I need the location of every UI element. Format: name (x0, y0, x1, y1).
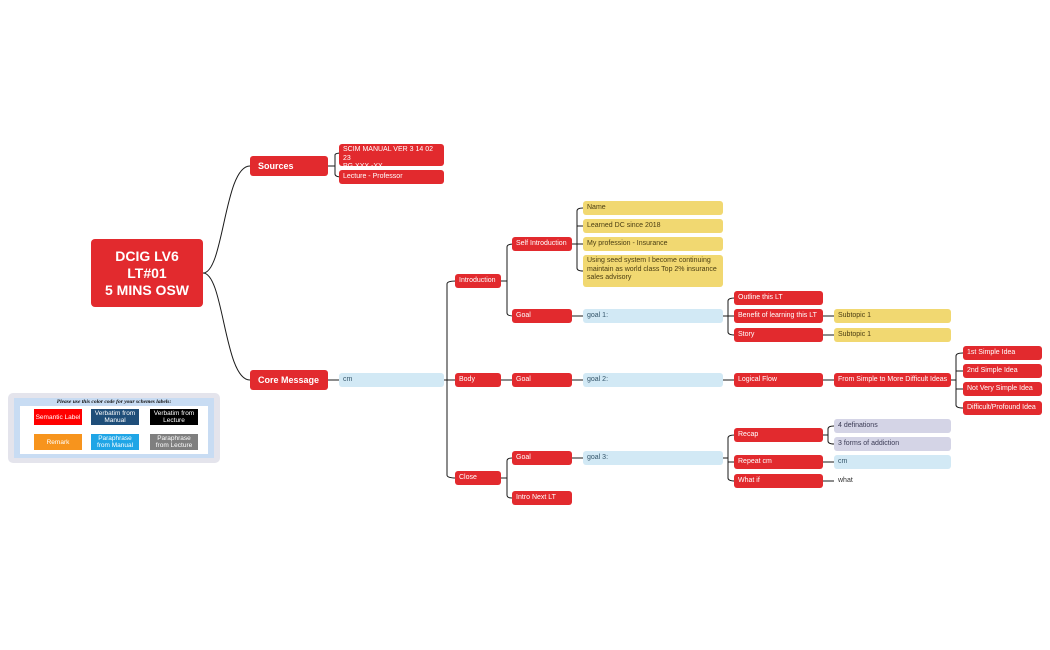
source-manual[interactable]: SCIM MANUAL VER 3 14 02 23 PG XXX -XX (339, 144, 444, 166)
self-intro-seed-system[interactable]: Using seed system I become continuing ma… (583, 255, 723, 287)
idea-not-very-simple[interactable]: Not Very Simple Idea (963, 382, 1042, 396)
idea-difficult-profound[interactable]: Difficult/Profound Idea (963, 401, 1042, 415)
outline-topic[interactable]: Outline this LT (734, 291, 823, 305)
simple-to-difficult-topic[interactable]: From Simple to More Difficult Ideas (834, 373, 951, 387)
repeat-cm-topic[interactable]: Repeat cm (734, 455, 823, 469)
legend-card: Semantic Label Verbatim from Manual Verb… (20, 406, 208, 454)
idea-1st-simple[interactable]: 1st Simple Idea (963, 346, 1042, 360)
color-code-legend: Please use this color code for your sche… (8, 393, 220, 463)
source-lecture[interactable]: Lecture - Professor (339, 170, 444, 184)
body-goal-topic[interactable]: Goal (512, 373, 572, 387)
legend-remark: Remark (34, 434, 82, 450)
repeat-cm-value[interactable]: cm (834, 455, 951, 469)
legend-semantic-label: Semantic Label (34, 409, 82, 425)
legend-verbatim-manual: Verbatim from Manual (91, 409, 139, 425)
benefit-subtopic[interactable]: Subtopic 1 (834, 309, 951, 323)
recap-topic[interactable]: Recap (734, 428, 823, 442)
legend-verbatim-lecture: Verbatim from Lecture (150, 409, 198, 425)
core-message-value[interactable]: cm (339, 373, 444, 387)
intro-next-lt-topic[interactable]: Intro Next LT (512, 491, 572, 505)
logical-flow-topic[interactable]: Logical Flow (734, 373, 823, 387)
body-topic[interactable]: Body (455, 373, 501, 387)
intro-goal-value[interactable]: goal 1: (583, 309, 723, 323)
legend-title: Please use this color code for your sche… (56, 399, 172, 405)
benefit-topic[interactable]: Benefit of learning this LT (734, 309, 823, 323)
legend-panel: Please use this color code for your sche… (14, 398, 214, 458)
self-introduction-topic[interactable]: Self Introduction (512, 237, 572, 251)
idea-2nd-simple[interactable]: 2nd Simple Idea (963, 364, 1042, 378)
self-intro-profession[interactable]: My profession - Insurance (583, 237, 723, 251)
recap-forms-of-addiction[interactable]: 3 forms of addiction (834, 437, 951, 451)
story-subtopic[interactable]: Subtopic 1 (834, 328, 951, 342)
intro-goal-topic[interactable]: Goal (512, 309, 572, 323)
core-message-topic[interactable]: Core Message (250, 370, 328, 390)
sources-topic[interactable]: Sources (250, 156, 328, 176)
what-if-value[interactable]: what (838, 476, 853, 484)
self-intro-name[interactable]: Name (583, 201, 723, 215)
story-topic[interactable]: Story (734, 328, 823, 342)
what-if-topic[interactable]: What if (734, 474, 823, 488)
legend-paraphrase-lecture: Paraphrase from Lecture (150, 434, 198, 450)
close-topic[interactable]: Close (455, 471, 501, 485)
introduction-topic[interactable]: Introduction (455, 274, 501, 288)
close-goal-value[interactable]: goal 3: (583, 451, 723, 465)
close-goal-topic[interactable]: Goal (512, 451, 572, 465)
self-intro-learned[interactable]: Learned DC since 2018 (583, 219, 723, 233)
root-topic[interactable]: DCIG LV6 LT#01 5 MINS OSW (91, 239, 203, 307)
body-goal-value[interactable]: goal 2: (583, 373, 723, 387)
recap-definitions[interactable]: 4 definations (834, 419, 951, 433)
legend-paraphrase-manual: Paraphrase from Manual (91, 434, 139, 450)
